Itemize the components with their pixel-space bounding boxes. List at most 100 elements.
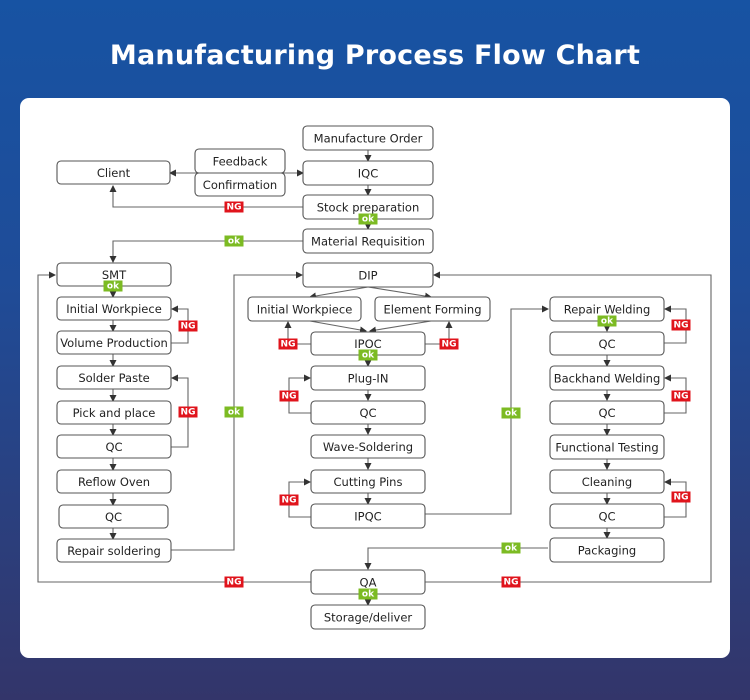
node-label: Stock preparation [317,201,419,215]
edge-pack-qa [364,547,548,570]
node-repair-welding: Repair Welding [549,296,665,322]
node-label: Backhand Welding [554,372,661,386]
node-plug-in: Plug-IN [310,365,426,391]
node-box [374,296,491,322]
node-feedback: Feedback [194,148,286,174]
node-label: SMT [102,268,127,282]
node-dip: DIP [302,262,434,288]
badge-label: NG [282,496,297,506]
node-smt-initial-workpiece: Initial Workpiece [56,296,172,321]
node-box [56,160,171,185]
badge-ng-bw: NG [671,390,691,402]
badge-label: NG [227,203,242,213]
node-label: Volume Production [60,336,168,350]
node-box [56,434,172,459]
node-label: Repair soldering [67,544,161,558]
badge-ng-plug: NG [279,390,299,402]
node-box [549,434,665,460]
badge-label: ok [505,409,518,419]
badge-label: NG [181,408,196,418]
node-qa: QA [310,569,426,595]
node-client: Client [56,160,171,185]
node-repair-soldering: Repair soldering [56,538,172,563]
node-ipoc: IPOC [310,331,426,356]
badge-label: NG [181,322,196,332]
badge-bg [671,319,691,331]
node-manufacture-order: Manufacture Order [302,125,434,151]
node-label: IPQC [354,510,381,524]
badge-label: NG [281,340,296,350]
node-box [56,365,172,390]
edge-material-smt [109,240,303,263]
node-storage-deliver: Storage/deliver [310,604,426,630]
badge-bg [279,494,299,506]
node-pick-and-place: Pick and place [56,400,172,425]
node-backhand-welding: Backhand Welding [549,365,665,391]
node-label: Confirmation [203,178,277,192]
badge-ng-smt-qc: NG [178,406,198,418]
node-box [549,400,665,425]
node-post-qc2: QC [549,400,665,425]
page-title: Manufacturing Process Flow Chart [109,40,641,71]
edge-dip-ef [367,286,432,300]
node-box [302,228,434,254]
badge-label: ok [228,237,241,247]
node-box [58,504,169,529]
node-packaging: Packaging [549,537,665,563]
node-label: QC [105,510,122,524]
badge-bg [501,576,521,588]
node-label: Initial Workpiece [66,302,162,316]
node-box [302,262,434,288]
node-box [56,296,172,321]
node-label: Manufacture Order [314,132,423,146]
node-cleaning: Cleaning [549,469,665,494]
node-label: IQC [358,167,378,181]
node-iqc: IQC [302,160,434,186]
badge-ng-rw: NG [671,319,691,331]
badge-label: ok [362,590,375,600]
badge-label: NG [674,493,689,503]
node-dip-initial-workpiece: Initial Workpiece [247,296,362,322]
node-box [310,604,426,630]
node-label: QC [598,337,615,351]
node-box [310,400,426,425]
badge-bg [358,349,378,361]
badge-label: NG [674,392,689,402]
badge-bg [178,406,198,418]
edge-dip-iw [309,286,369,300]
node-functional-testing: Functional Testing [549,434,665,460]
node-label: IPOC [354,337,381,351]
node-box [194,172,286,197]
node-label: QA [360,576,377,590]
badge-ng-smt-iw: NG [178,320,198,332]
badge-label: NG [674,321,689,331]
node-material-requisition: Material Requisition [302,228,434,254]
node-box [549,469,665,494]
badge-ng-cut: NG [279,494,299,506]
node-box [549,365,665,391]
edge-qa-ng-dip [425,271,712,583]
node-label: Material Requisition [311,235,425,249]
badge-bg [278,338,298,350]
node-wave-soldering: Wave-Soldering [310,434,426,459]
node-solder-paste: Solder Paste [56,365,172,390]
badge-label: ok [505,544,518,554]
node-label: Repair Welding [564,303,651,317]
node-box [56,469,172,494]
badge-ok-ipqc: ok [501,407,521,419]
badge-ok-ipoc: ok [358,349,378,361]
node-label: Packaging [578,544,636,558]
node-box [310,503,426,529]
edge-qa-ng-smt [37,271,311,583]
badge-bg [671,491,691,503]
node-element-forming: Element Forming [374,296,491,322]
badge-ng-stock-client: NG [224,201,244,213]
badge-ng-clean: NG [671,491,691,503]
badge-label: ok [228,408,241,418]
node-stock-preparation: Stock preparation [302,194,434,220]
badge-label: ok [107,282,120,292]
node-label: Pick and place [73,406,156,420]
